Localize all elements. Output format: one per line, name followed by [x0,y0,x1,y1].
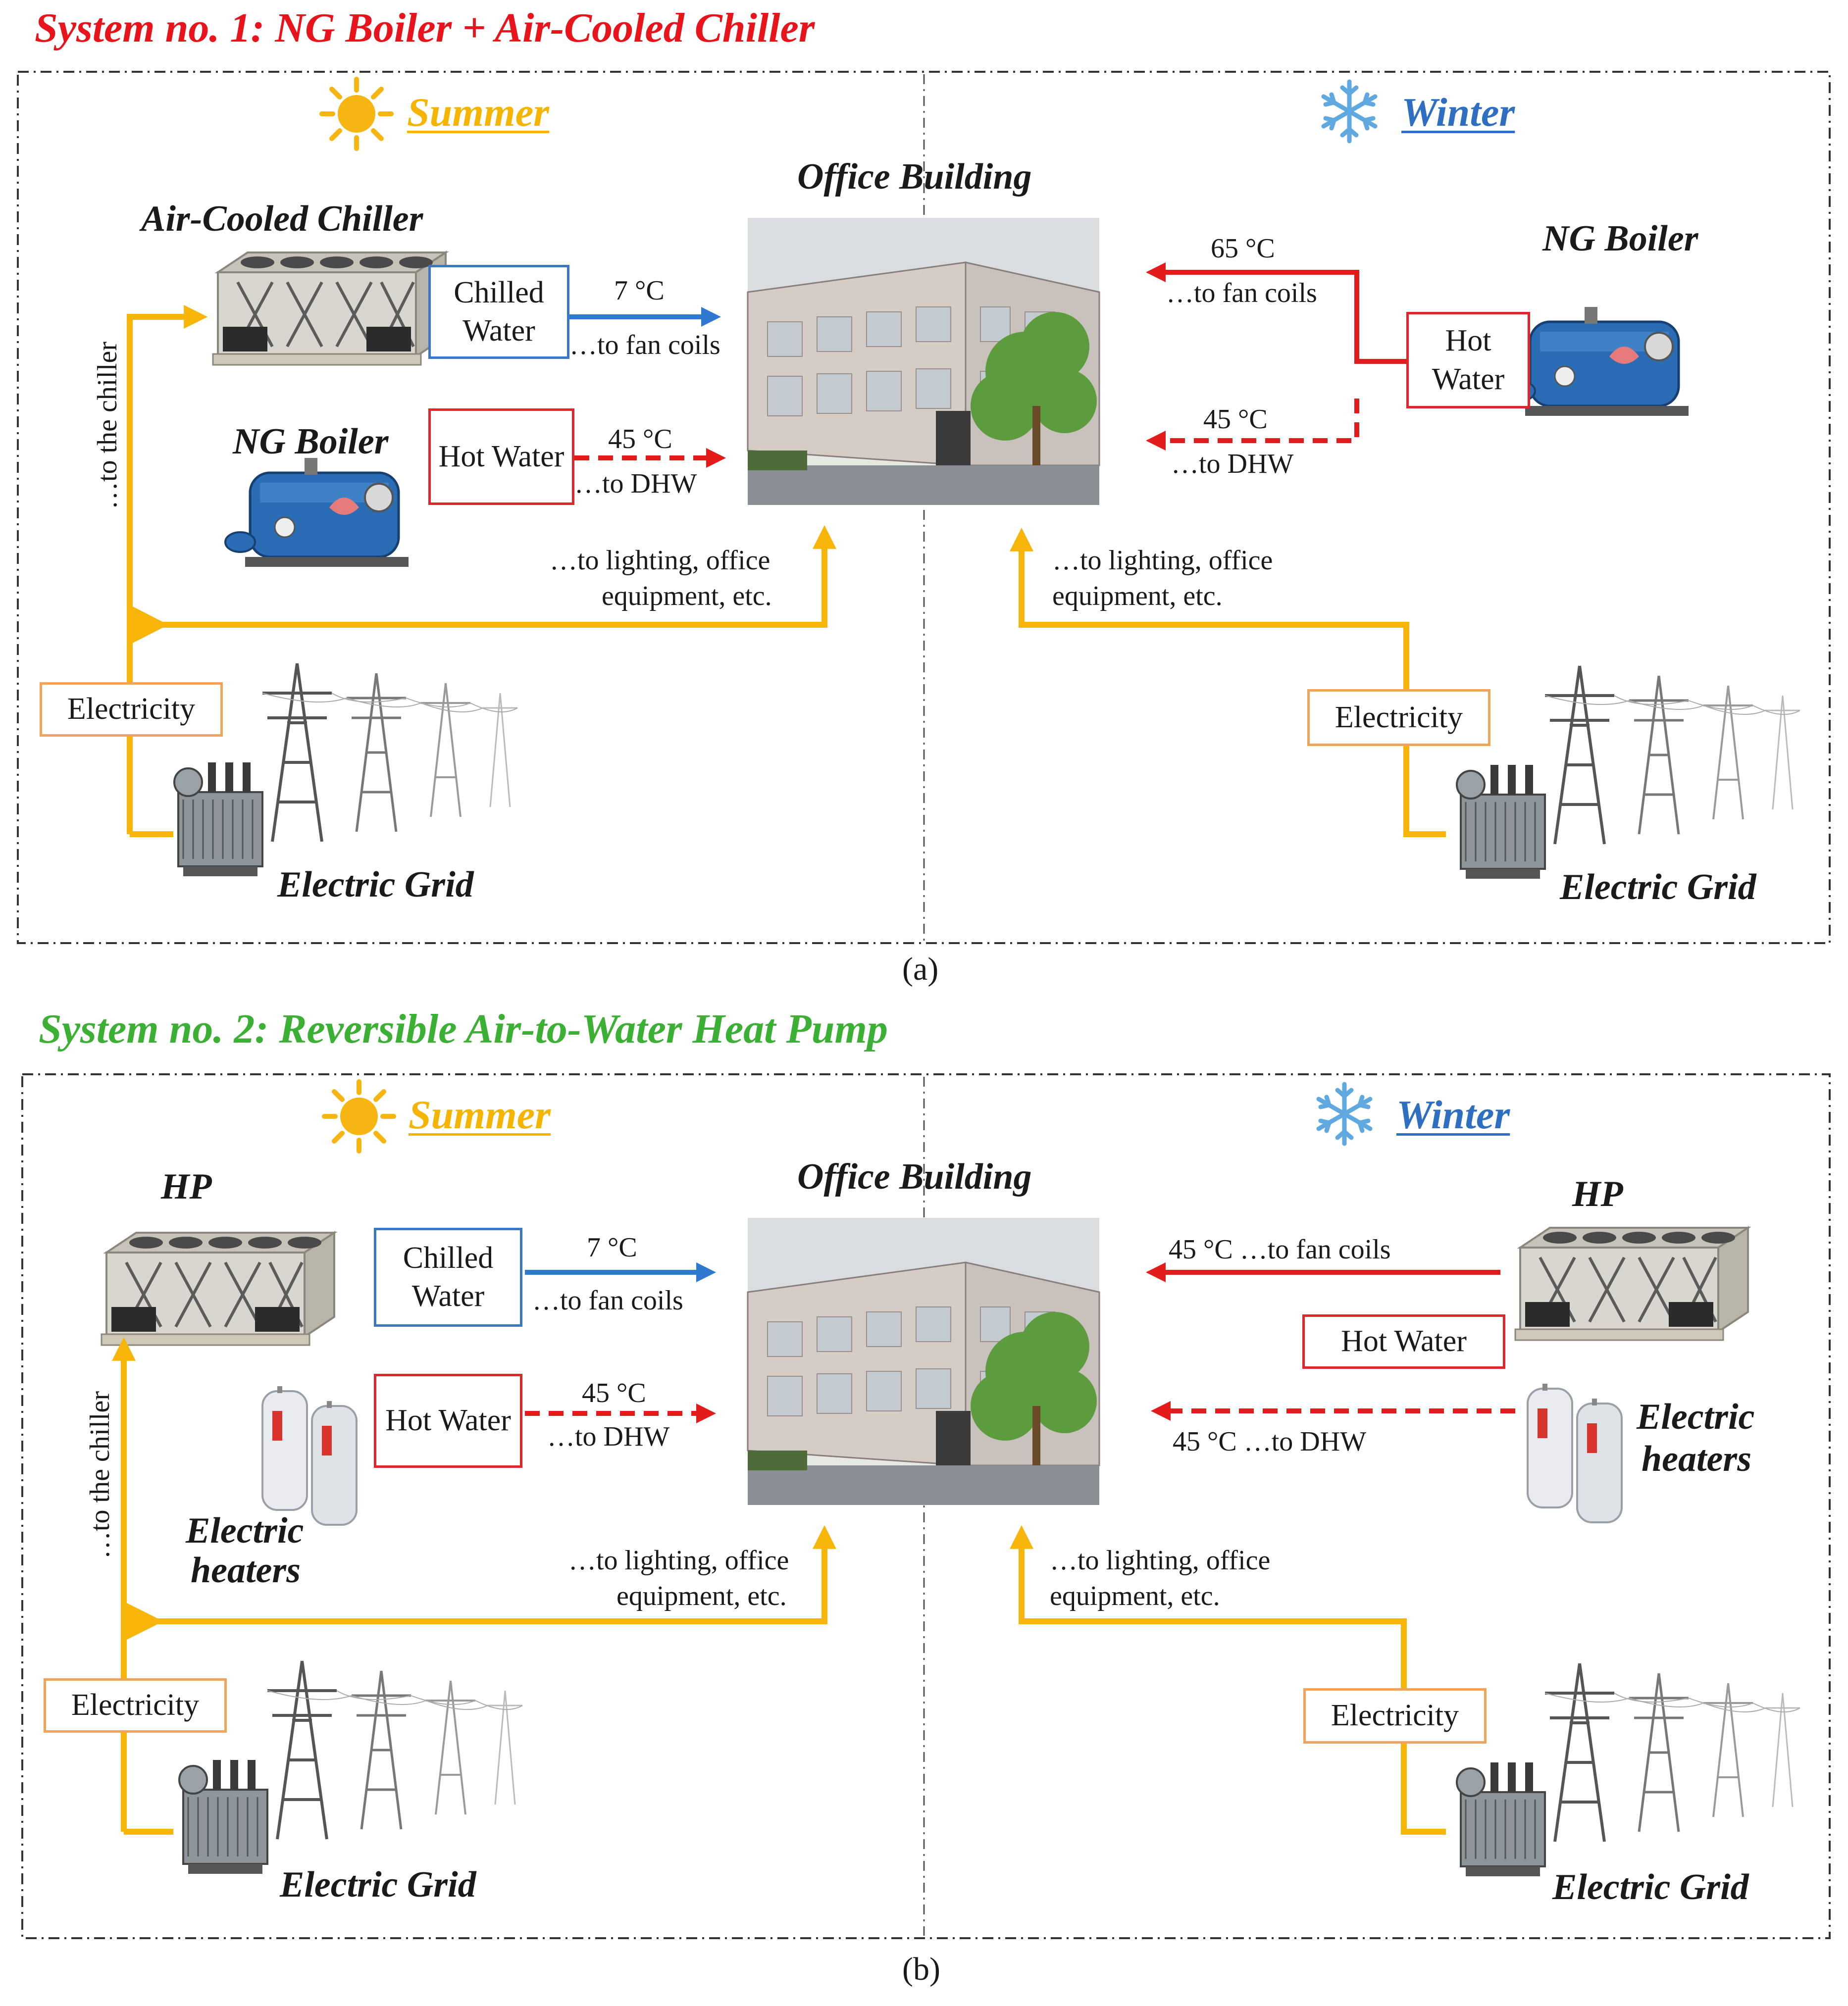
hot-dest: …to DHW [574,468,697,499]
winter-hp-label: HP [1572,1174,1623,1214]
winter-label: Winter [1401,90,1515,135]
winter-electricity-box: Electricity [1307,689,1490,746]
splitter-triangle [130,605,168,645]
summer-label: Summer [407,90,550,135]
electricity-box: Electricity [44,1678,227,1733]
caption-b: (b) [902,1951,940,1987]
lighting-label-1: …to lighting, office [568,1545,789,1576]
electric-line-to-chiller [127,305,208,834]
chilled-water-box: Chilled Water [428,265,569,359]
caption-a: (a) [902,951,939,987]
winter-electric-line [1010,527,1446,837]
power-pylon-icon [1457,666,1800,879]
hp-label: HP [161,1166,212,1207]
boiler-icon [1505,307,1689,416]
to-chiller-label: …to the chiller [92,342,123,510]
snowflake-icon [1324,82,1375,141]
system2-title: System no. 2: Reversible Air-to-Water He… [39,1006,888,1052]
system1-title: System no. 1: NG Boiler + Air-Cooled Chi… [35,5,815,51]
winter-fan-line: 45 °C …to fan coils [1169,1234,1391,1265]
summer-label: Summer [409,1092,551,1137]
snowflake-icon [1319,1084,1370,1144]
lighting-label-2: equipment, etc. [616,1581,787,1611]
hot-temp: 45 °C [608,424,672,454]
winter-electric-line [1010,1525,1446,1835]
hot-dest: …to DHW [547,1421,670,1452]
winter-fan-temp: 65 °C [1211,233,1275,264]
chilled-dest: …to fan coils [532,1285,683,1316]
winter-dhw-dest: …to DHW [1171,449,1294,479]
office-building-label: Office Building [797,156,1032,197]
sun-icon [324,1082,394,1151]
winter-lighting-label-2: equipment, etc. [1052,581,1223,611]
winter-hot-water-box: Hot Water [1302,1314,1505,1369]
hot-water-box: Hot Water [374,1374,522,1468]
winter-electric-grid-label: Electric Grid [1552,1867,1749,1907]
winter-fan-coil-arrow [1146,262,1406,364]
chilled-temp: 7 °C [587,1232,637,1263]
winter-fan-dest: …to fan coils [1166,278,1317,308]
chiller-unit-icon [102,1233,334,1345]
electric-grid-label: Electric Grid [277,864,474,905]
winter-lighting-label-1: …to lighting, office [1052,545,1273,576]
power-pylon-icon [174,663,517,876]
chiller-unit-icon [213,252,446,365]
chilled-dest: …to fan coils [569,330,720,360]
sun-icon [322,79,391,149]
winter-electricity-box: Electricity [1303,1688,1487,1744]
chiller-label: Air-Cooled Chiller [141,199,423,239]
boiler-icon [225,458,409,567]
winter-boiler-label: NG Boiler [1542,218,1698,259]
hot-water-box: Hot Water [428,408,574,505]
chilled-water-box: Chilled Water [374,1228,522,1327]
winter-electric-grid-label: Electric Grid [1560,867,1756,907]
winter-lighting-label-1: …to lighting, office [1050,1545,1271,1576]
panel-b-frame [21,1073,1831,1939]
office-building-image [747,217,1100,506]
winter-heaters-label-1: Electric [1637,1397,1755,1437]
winter-heaters-label-2: heaters [1642,1439,1751,1479]
splitter-triangle [124,1602,163,1641]
boiler-label: NG Boiler [233,421,389,462]
panel-a-frame [17,71,1831,944]
electric-line-to-building [124,1525,836,1624]
lighting-label-1: …to lighting, office [550,545,770,576]
winter-label: Winter [1396,1092,1510,1137]
office-building-image [747,1217,1100,1506]
to-chiller-label: …to the chiller [85,1391,115,1559]
heaters-label-1: Electric [186,1510,304,1551]
winter-dhw-line: 45 °C …to DHW [1173,1426,1367,1457]
chiller-unit-icon [1515,1228,1748,1340]
electricity-box: Electricity [40,682,223,737]
office-building-label: Office Building [797,1156,1032,1197]
electric-line-to-building [130,525,836,628]
winter-dhw-arrow [1146,399,1359,451]
heaters-label-2: heaters [191,1550,301,1591]
power-pylon-icon [179,1661,522,1874]
winter-lighting-label-2: equipment, etc. [1050,1581,1220,1611]
winter-hot-water-box: Hot Water [1406,312,1530,408]
lighting-label-2: equipment, etc. [602,581,772,611]
electric-heater-icon [1527,1383,1623,1523]
electric-heater-icon [261,1385,358,1526]
hot-temp: 45 °C [582,1378,646,1408]
chilled-temp: 7 °C [614,275,665,306]
winter-dhw-temp: 45 °C [1203,404,1268,435]
electric-grid-label: Electric Grid [280,1864,476,1905]
power-pylon-icon [1457,1663,1800,1876]
